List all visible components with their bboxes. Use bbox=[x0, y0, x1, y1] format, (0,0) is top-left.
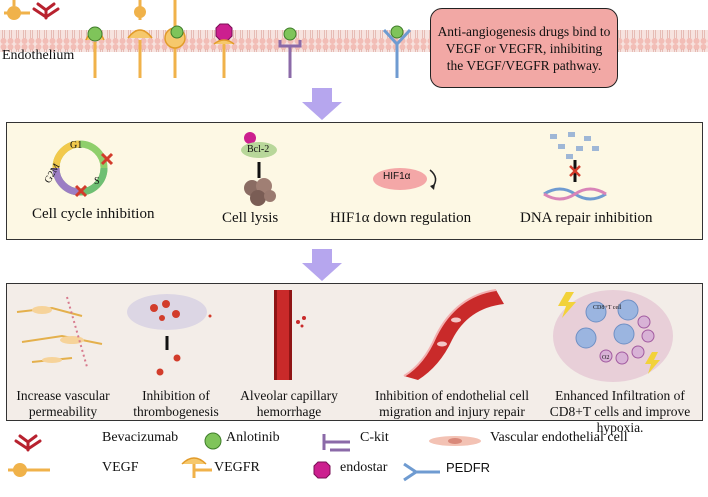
legend-vegfr-icon bbox=[181, 457, 212, 478]
legend-endostar-icon bbox=[313, 461, 331, 479]
ckit-anlotinib-icon bbox=[278, 27, 302, 78]
cell-cycle-label: Cell cycle inhibition bbox=[32, 206, 155, 222]
legend-vegf-icon bbox=[8, 463, 50, 477]
endothelial-migration-icon bbox=[403, 289, 504, 380]
legend-endostar: endostar bbox=[340, 460, 388, 475]
cell-lysis-icon bbox=[241, 132, 277, 206]
migration-label: Inhibition of endothelial cell migration… bbox=[374, 388, 530, 419]
endothelium-label: Endothelium bbox=[2, 48, 75, 63]
o2-label: O2 bbox=[602, 355, 610, 361]
vegf-bound-icon bbox=[127, 0, 153, 78]
vegf-free-icon bbox=[4, 0, 30, 20]
legend-vegf: VEGF bbox=[102, 460, 139, 475]
legend-ckit-icon bbox=[322, 434, 350, 452]
legend-anlotinib-icon bbox=[204, 432, 222, 450]
vegfr-anlotinib-icon bbox=[85, 26, 105, 78]
vegfr-vegf-anlotinib-icon bbox=[164, 0, 186, 78]
hemorrhage-label: Alveolar capillary hemorrhage bbox=[240, 388, 338, 419]
hif-label: HIF1α down regulation bbox=[330, 210, 472, 226]
mechanism-panel bbox=[6, 122, 703, 240]
cell-lysis-label: Cell lysis bbox=[222, 210, 279, 226]
legend-pedfr: PEDFR bbox=[446, 460, 491, 475]
thrombo-label: Inhibition of thrombogenesis bbox=[133, 388, 219, 419]
legend-anlotinib: Anlotinib bbox=[226, 430, 280, 445]
legend-vascular-cell: Vascular endothelial cell bbox=[490, 430, 628, 445]
bevacizumab-free-icon bbox=[32, 2, 60, 20]
legend-vascular-cell-icon bbox=[429, 436, 481, 446]
legend-ckit: C-kit bbox=[360, 430, 389, 445]
down-arrow-icon-2 bbox=[302, 249, 342, 281]
legend-pedfr-icon bbox=[403, 462, 440, 482]
thrombogenesis-icon bbox=[127, 294, 212, 376]
legend-bevacizumab-icon bbox=[14, 434, 42, 452]
cd8-infiltration-icon bbox=[553, 290, 673, 382]
vascular-label: Increase vascular permeability bbox=[16, 388, 110, 419]
vascular-permeability-icon bbox=[16, 296, 103, 368]
phase-s-label: S bbox=[94, 176, 100, 187]
legend-vegfr: VEGFR bbox=[214, 460, 260, 475]
endostar-bound-icon bbox=[213, 23, 235, 78]
infiltration-label: Enhanced Infiltration of CD8+T cells and… bbox=[549, 388, 691, 435]
legend-bevacizumab: Bevacizumab bbox=[102, 430, 179, 445]
hif-protein-label: HIF1α bbox=[383, 171, 411, 182]
dna-repair-icon bbox=[543, 132, 607, 201]
cd8-cell-label: CD8+T cell bbox=[593, 305, 622, 311]
hemorrhage-icon bbox=[274, 290, 306, 380]
down-arrow-icon bbox=[302, 88, 342, 120]
dna-label: DNA repair inhibition bbox=[520, 210, 653, 226]
legend-icons bbox=[8, 432, 481, 482]
bcl2-label: Bcl-2 bbox=[247, 144, 270, 155]
cell-cycle-icon bbox=[52, 140, 114, 198]
pedfr-anlotinib-icon bbox=[382, 25, 412, 78]
pathway-callout: Anti-angiogenesis drugs bind to VEGF or … bbox=[430, 8, 618, 88]
hif-protein-icon bbox=[373, 168, 437, 190]
phase-g1-label: G1 bbox=[70, 140, 83, 151]
